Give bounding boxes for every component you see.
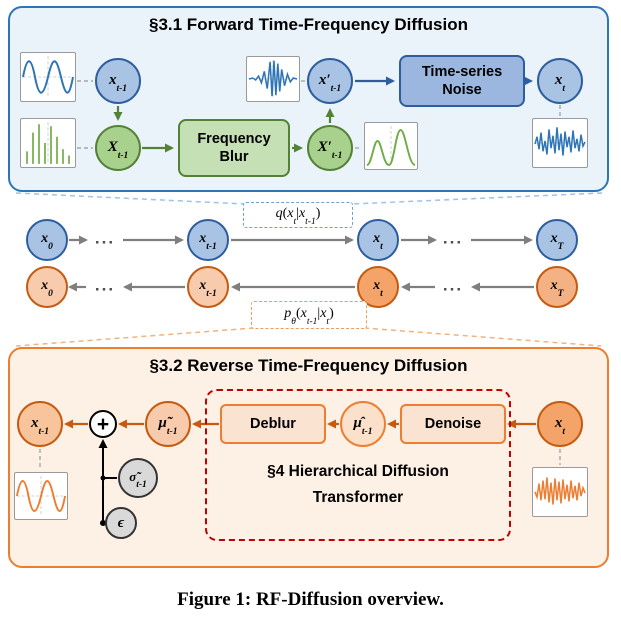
- node-label: x0: [41, 231, 53, 252]
- q-transition-label-box: q(xt|xt-1): [243, 202, 353, 228]
- circled-plus-icon: +: [89, 410, 117, 438]
- node-mu-tilde-t-1: μ̃t-1: [145, 401, 191, 447]
- node-label: x′t-1: [318, 71, 342, 94]
- node-X-prime-t-1-freq: X′t-1: [307, 125, 353, 171]
- chain-forward-x-t: xt: [357, 219, 399, 261]
- chain-reverse-x-t-1: xt-1: [187, 266, 229, 308]
- node-label: Xt-1: [107, 138, 129, 161]
- figure-caption: Figure 1: RF-Diffusion overview.: [177, 589, 444, 610]
- node-label: σ̃t-1: [129, 468, 147, 491]
- frequency-comb-icon: [20, 118, 76, 168]
- node-label: X′t-1: [317, 138, 343, 161]
- frequency-blur-label: Frequency Blur: [197, 130, 271, 165]
- node-label: μ̂t-1: [353, 414, 373, 437]
- node-label: xt: [554, 414, 566, 437]
- node-x-prime-t-1-time: x′t-1: [307, 58, 353, 104]
- node-x-t-input: xt: [537, 401, 583, 447]
- node-label: xt: [554, 71, 566, 94]
- deblur-box: Deblur: [220, 404, 326, 444]
- node-sigma-tilde-t-1: σ̃t-1: [118, 458, 158, 498]
- p-transition-label: pθ(xt-1|xt): [284, 306, 334, 327]
- frequency-blur-box: Frequency Blur: [178, 119, 290, 177]
- node-label: xt: [373, 231, 383, 252]
- wavelet-icon: [246, 56, 300, 102]
- chain-forward-x-T: xT: [536, 219, 578, 261]
- hierarchical-diffusion-transformer-box: [205, 389, 511, 541]
- plus-sign: +: [96, 412, 110, 436]
- ellipsis: ...: [94, 275, 116, 295]
- chain-reverse-x0: x0: [26, 266, 68, 308]
- node-label: xt: [373, 278, 383, 299]
- node-X-t-1-freq: Xt-1: [95, 125, 141, 171]
- ellipsis: ...: [94, 228, 116, 248]
- node-epsilon: ϵ: [105, 507, 137, 539]
- node-x-t-1-time: xt-1: [95, 58, 141, 104]
- chain-reverse-x-T: xT: [536, 266, 578, 308]
- node-label: xt-1: [108, 71, 128, 94]
- transformer-label: §4 Hierarchical Diffusion Transformer: [267, 463, 449, 507]
- node-label: ϵ: [117, 514, 125, 531]
- sine-wave-icon: [20, 52, 76, 102]
- denoise-box: Denoise: [400, 404, 506, 444]
- sine-wave-icon: [14, 472, 68, 520]
- ellipsis: ...: [442, 275, 464, 295]
- node-x-t-1-output: xt-1: [17, 401, 63, 447]
- noisy-signal-icon: [532, 467, 588, 517]
- node-x-t-forward: xt: [537, 58, 583, 104]
- denoise-label: Denoise: [424, 415, 482, 432]
- q-transition-label: q(xt|xt-1): [275, 206, 321, 227]
- node-label: μ̃t-1: [158, 414, 178, 437]
- noisy-signal-icon: [532, 118, 588, 168]
- node-mu-hat-t-1: μ̂t-1: [340, 401, 386, 447]
- node-label: xT: [550, 278, 564, 299]
- deblur-label: Deblur: [250, 415, 296, 432]
- blurred-spectrum-icon: [364, 122, 418, 170]
- chain-forward-x-t-1: xt-1: [187, 219, 229, 261]
- chain-reverse-x-t: xt: [357, 266, 399, 308]
- chain-forward-x0: x0: [26, 219, 68, 261]
- ellipsis: ...: [442, 228, 464, 248]
- reverse-panel-title: §3.2 Reverse Time-Frequency Diffusion: [149, 356, 468, 375]
- node-label: x0: [41, 278, 53, 299]
- forward-panel-title: §3.1 Forward Time-Frequency Diffusion: [149, 15, 468, 34]
- p-transition-label-box: pθ(xt-1|xt): [251, 301, 367, 329]
- node-label: xt-1: [199, 278, 217, 299]
- node-label: xt-1: [199, 231, 217, 252]
- node-label: xt-1: [30, 414, 50, 437]
- node-label: xT: [550, 231, 564, 252]
- time-series-noise-box: Time-series Noise: [399, 55, 525, 107]
- time-series-noise-label: Time-series Noise: [421, 63, 503, 98]
